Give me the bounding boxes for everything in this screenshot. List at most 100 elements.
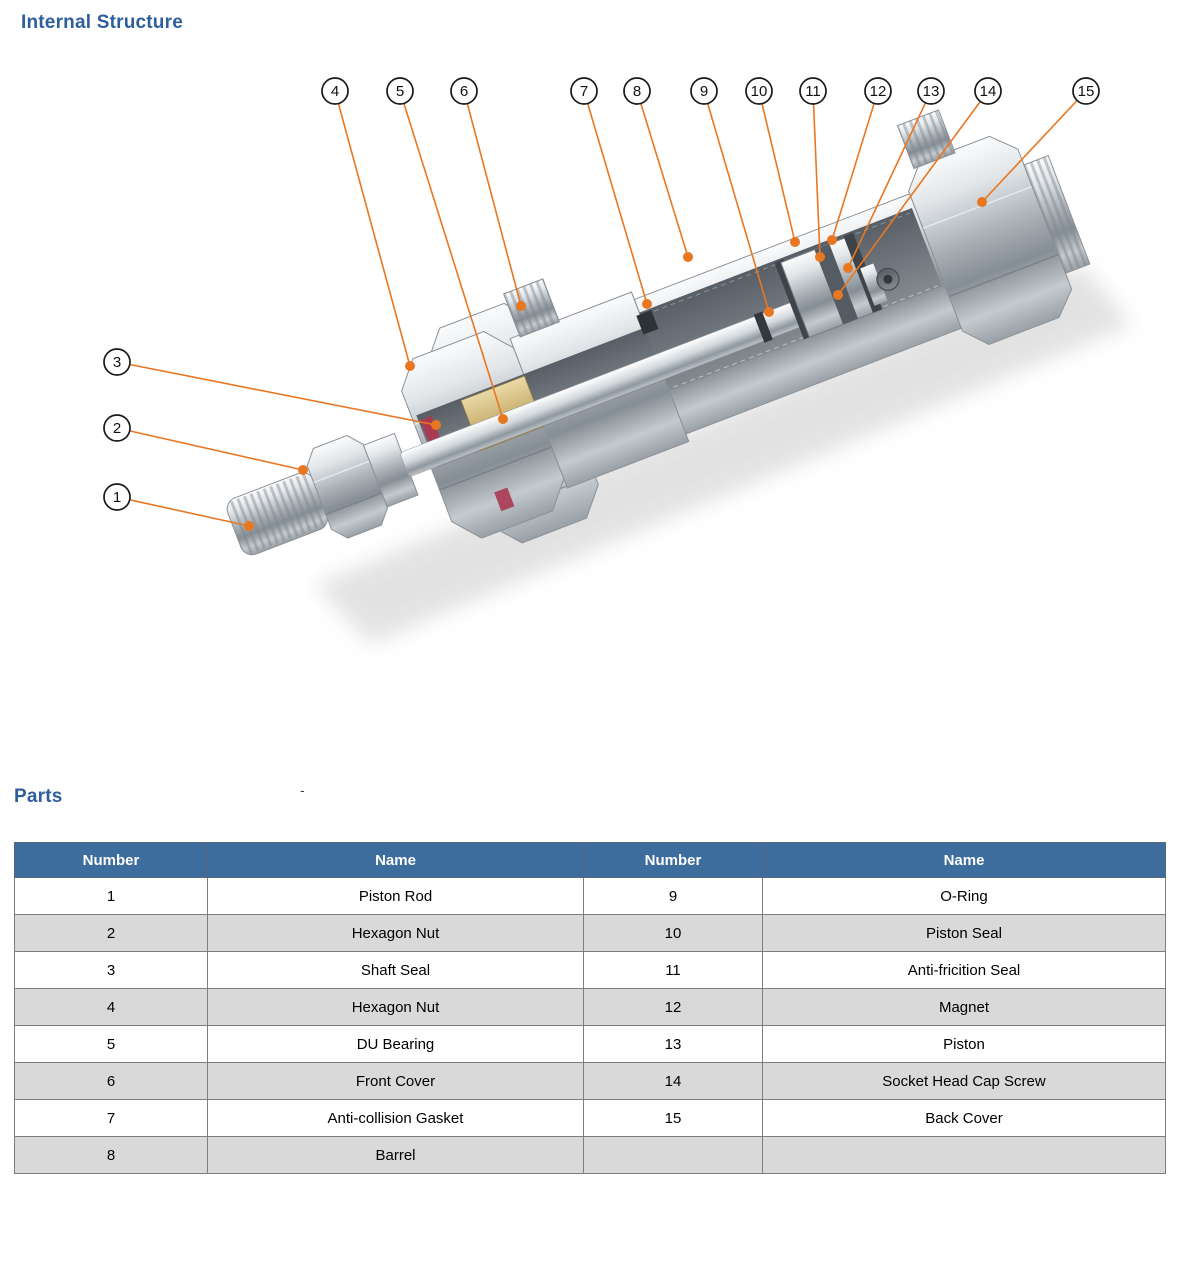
callout-line	[129, 430, 304, 471]
callout-line	[847, 102, 927, 269]
part-number-cell: 8	[14, 1136, 208, 1174]
callout-line	[706, 103, 770, 313]
part-name-cell: Shaft Seal	[207, 951, 584, 989]
part-number-cell: 4	[14, 988, 208, 1026]
callout-bubble	[690, 77, 718, 105]
cylinder-illustration	[226, 109, 1132, 645]
callout-number: 8	[633, 83, 641, 100]
callout-dot	[642, 299, 652, 309]
callout-bubble	[974, 77, 1002, 105]
callout-bubble	[623, 77, 651, 105]
part-number-cell: 13	[583, 1025, 763, 1063]
callout-dot	[815, 252, 825, 262]
callout-bubble	[799, 77, 827, 105]
callout-number: 4	[331, 83, 339, 100]
callout-dot	[977, 197, 987, 207]
header-number-2: Number	[583, 842, 763, 878]
callout-line	[337, 103, 411, 367]
callout-bubble	[1072, 77, 1100, 105]
part-number-cell: 15	[583, 1099, 763, 1137]
callout-number: 7	[580, 83, 588, 100]
callout-number: 2	[113, 420, 121, 437]
part-name-cell: Piston Seal	[762, 914, 1166, 952]
callout-line	[640, 103, 689, 258]
callout-dot	[498, 414, 508, 424]
callout-number: 15	[1078, 83, 1095, 100]
part-number-cell	[583, 1136, 763, 1174]
callout-line	[129, 363, 437, 426]
shadow	[315, 263, 1132, 645]
callout-number: 13	[923, 83, 940, 100]
part-name-cell: Hexagon Nut	[207, 914, 584, 952]
callout-line	[831, 103, 875, 241]
callout-line	[586, 103, 648, 305]
part-number-cell: 14	[583, 1062, 763, 1100]
internal-structure-title: Internal Structure	[21, 12, 183, 33]
part-number-cell: 12	[583, 988, 763, 1026]
stray-dash: -	[300, 782, 305, 798]
part-number-cell: 5	[14, 1025, 208, 1063]
part-number-cell: 2	[14, 914, 208, 952]
callout-number: 3	[113, 354, 121, 371]
callout-line	[812, 103, 821, 258]
anti-collision-gasket-shape	[636, 310, 659, 335]
callout-line	[466, 103, 522, 307]
callout-bubble	[103, 348, 131, 376]
callout-dot	[683, 252, 693, 262]
callout-dot	[833, 290, 843, 300]
part-name-cell: Anti-fricition Seal	[762, 951, 1166, 989]
callout-bubble	[103, 414, 131, 442]
callout-dot	[790, 237, 800, 247]
part-name-cell: Front Cover	[207, 1062, 584, 1100]
callout-number: 12	[870, 83, 887, 100]
part-name-cell: Piston	[762, 1025, 1166, 1063]
part-number-cell: 1	[14, 877, 208, 915]
callout-dot	[431, 420, 441, 430]
part-name-cell: Barrel	[207, 1136, 584, 1174]
o-ring-shape	[753, 311, 773, 343]
table-header-row: Number Name Number Name	[14, 842, 1166, 878]
callout-number: 1	[113, 489, 121, 506]
callout-bubble	[103, 483, 131, 511]
header-name-1: Name	[207, 842, 584, 878]
callout-dot	[244, 521, 254, 531]
magnet-shape	[814, 243, 859, 325]
shaft-seal-lower-shape	[494, 487, 515, 512]
part-name-cell	[762, 1136, 1166, 1174]
callout-bubble	[917, 77, 945, 105]
part-number-cell: 6	[14, 1062, 208, 1100]
part-name-cell: Socket Head Cap Screw	[762, 1062, 1166, 1100]
part-name-cell: Anti-collision Gasket	[207, 1099, 584, 1137]
callout-number: 6	[460, 83, 468, 100]
callout-dot	[843, 263, 853, 273]
callout-number: 11	[805, 83, 821, 100]
part-name-cell: Hexagon Nut	[207, 988, 584, 1026]
part-name-cell: Piston Rod	[207, 877, 584, 915]
callout-dot	[764, 307, 774, 317]
callout-dot	[827, 235, 837, 245]
callout-dot	[405, 361, 415, 371]
part-name-cell: Back Cover	[762, 1099, 1166, 1137]
callout-number: 14	[980, 83, 997, 100]
callout-line	[403, 103, 504, 420]
callout-bubble	[321, 77, 349, 105]
part-number-cell: 3	[14, 951, 208, 989]
header-name-2: Name	[762, 842, 1166, 878]
header-number-1: Number	[14, 842, 208, 878]
part-number-cell: 11	[583, 951, 763, 989]
rod-end-cap-shape	[860, 263, 888, 306]
part-number-cell: 7	[14, 1099, 208, 1137]
callout-dot	[298, 465, 308, 475]
callout-line	[981, 99, 1078, 203]
callout-number: 9	[700, 83, 708, 100]
callout-bubble	[450, 77, 478, 105]
